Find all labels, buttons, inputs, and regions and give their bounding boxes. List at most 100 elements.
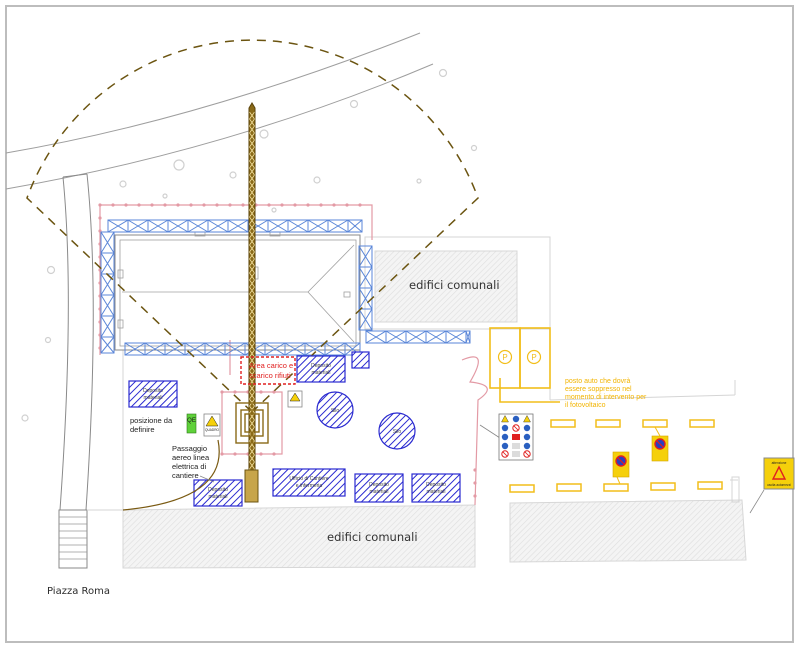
scaffold-bay (365, 330, 471, 344)
posto-auto-note-2: essere soppresso nel (565, 386, 632, 393)
svg-text:P: P (531, 353, 536, 362)
fence-post (332, 203, 336, 207)
silo-1 (316, 391, 354, 429)
passaggio-label-1: Passaggio (172, 444, 207, 453)
mandatory-pictogram-icon (523, 433, 531, 441)
scaffold-bay (107, 219, 363, 233)
posto-auto-note-3: momento di intervento per (565, 394, 647, 401)
fence-post (293, 203, 297, 207)
fence-post (176, 203, 180, 207)
mandatory-pictogram-icon (501, 433, 509, 441)
scaffolding (100, 219, 471, 356)
road-edge-upper (5, 32, 421, 154)
svg-text:materiali: materiali (370, 489, 389, 495)
fence-post (259, 390, 263, 394)
walkway-left-edge (59, 176, 69, 511)
mandatory-pictogram-icon (512, 415, 520, 423)
svg-text:Deposito: Deposito (369, 482, 389, 488)
storage-ufficio (272, 468, 346, 497)
fence-post (189, 203, 193, 207)
warning-pictogram-icon (523, 415, 531, 423)
storage-deposito-3 (193, 479, 243, 507)
svg-text:P: P (502, 353, 507, 362)
svg-text:attenzione: attenzione (772, 461, 787, 465)
mandatory-pictogram-icon (501, 442, 509, 450)
electrical-panel-sign: QE QUADRO (186, 413, 221, 437)
fence-post (233, 390, 237, 394)
fence-post (220, 390, 224, 394)
fence-post (215, 203, 219, 207)
passaggio-label-3: elettrica di (172, 462, 207, 471)
fence-post (233, 452, 237, 456)
main-building (114, 231, 361, 351)
fence-post (319, 203, 323, 207)
svg-text:Silo: Silo (393, 429, 402, 435)
storage-small (351, 351, 370, 369)
posto-auto-note-4: il fotovoltaico (565, 402, 606, 409)
storage-deposito-4 (354, 473, 404, 503)
municipal-building-bottom-left (122, 504, 476, 569)
storage-deposito-5 (411, 473, 461, 503)
svg-text:Silo: Silo (331, 408, 340, 414)
warning-triangle-icon (771, 465, 787, 480)
fence-post (473, 494, 477, 498)
svg-text:Deposito: Deposito (311, 363, 331, 369)
waste-loading-area (240, 356, 296, 385)
no-parking-sign-1 (612, 451, 630, 485)
svg-text:Deposito: Deposito (143, 388, 163, 394)
mandatory-pictogram-icon (523, 442, 531, 450)
fence-post (98, 203, 102, 207)
fence-post (98, 216, 102, 220)
walkway-right-edge (85, 173, 94, 511)
svg-text:Deposito: Deposito (426, 482, 446, 488)
qe-sign-text: QUADRO (205, 428, 220, 432)
trees (21, 68, 478, 422)
drawing-frame (5, 5, 794, 643)
silo-2 (378, 412, 416, 450)
fence-post (111, 203, 115, 207)
municipal-building-top (374, 250, 518, 323)
fence-post (280, 203, 284, 207)
passaggio-label-4: cantiere (172, 471, 199, 480)
edifici-comunali-bottom-label: edifici comunali (327, 530, 418, 544)
fence-post (202, 203, 206, 207)
overhead-power-line (122, 439, 220, 511)
parking-spots: P P (489, 327, 560, 403)
storage-labels: Deposito materiali Deposito materiali De… (143, 363, 446, 500)
storage-areas (128, 351, 461, 507)
qe-tag: QE (187, 418, 196, 424)
fence-post (272, 452, 276, 456)
fence-post (306, 203, 310, 207)
stairs (58, 509, 88, 569)
sign-panel (512, 434, 520, 440)
crane-swing-radius (26, 39, 479, 413)
posto-auto-note-1: posto auto che dovrà (565, 378, 630, 385)
road-barriers (509, 419, 723, 493)
fence-post (228, 203, 232, 207)
parking-icon (497, 349, 513, 365)
mandatory-pictogram-icon (523, 424, 531, 432)
fence-post (259, 452, 263, 456)
fence-post (358, 203, 362, 207)
warning-triangle-icon (289, 392, 301, 402)
fence-post (124, 203, 128, 207)
svg-text:materiali: materiali (144, 395, 163, 401)
passaggio-label-2: aereo linea (172, 453, 210, 462)
municipal-building-bottom-right (509, 499, 747, 563)
fence-post (267, 203, 271, 207)
attention-vehicle-exit-sign: attenzione uscita automezzi (749, 457, 795, 514)
parking-icon (526, 349, 542, 365)
tower-crane (235, 102, 269, 503)
fence-post (345, 203, 349, 207)
storage-deposito-1 (128, 380, 178, 408)
svg-text:uscita automezzi: uscita automezzi (767, 483, 791, 487)
safety-signage-board (479, 413, 534, 461)
fence-post (137, 203, 141, 207)
piazza-roma-label: Piazza Roma (47, 586, 110, 597)
fence-post (272, 390, 276, 394)
sign-panel (512, 451, 520, 457)
svg-text:Deposito: Deposito (208, 487, 228, 493)
svg-text:materiali: materiali (312, 370, 331, 376)
edifici-comunali-top-label: edifici comunali (409, 278, 500, 292)
